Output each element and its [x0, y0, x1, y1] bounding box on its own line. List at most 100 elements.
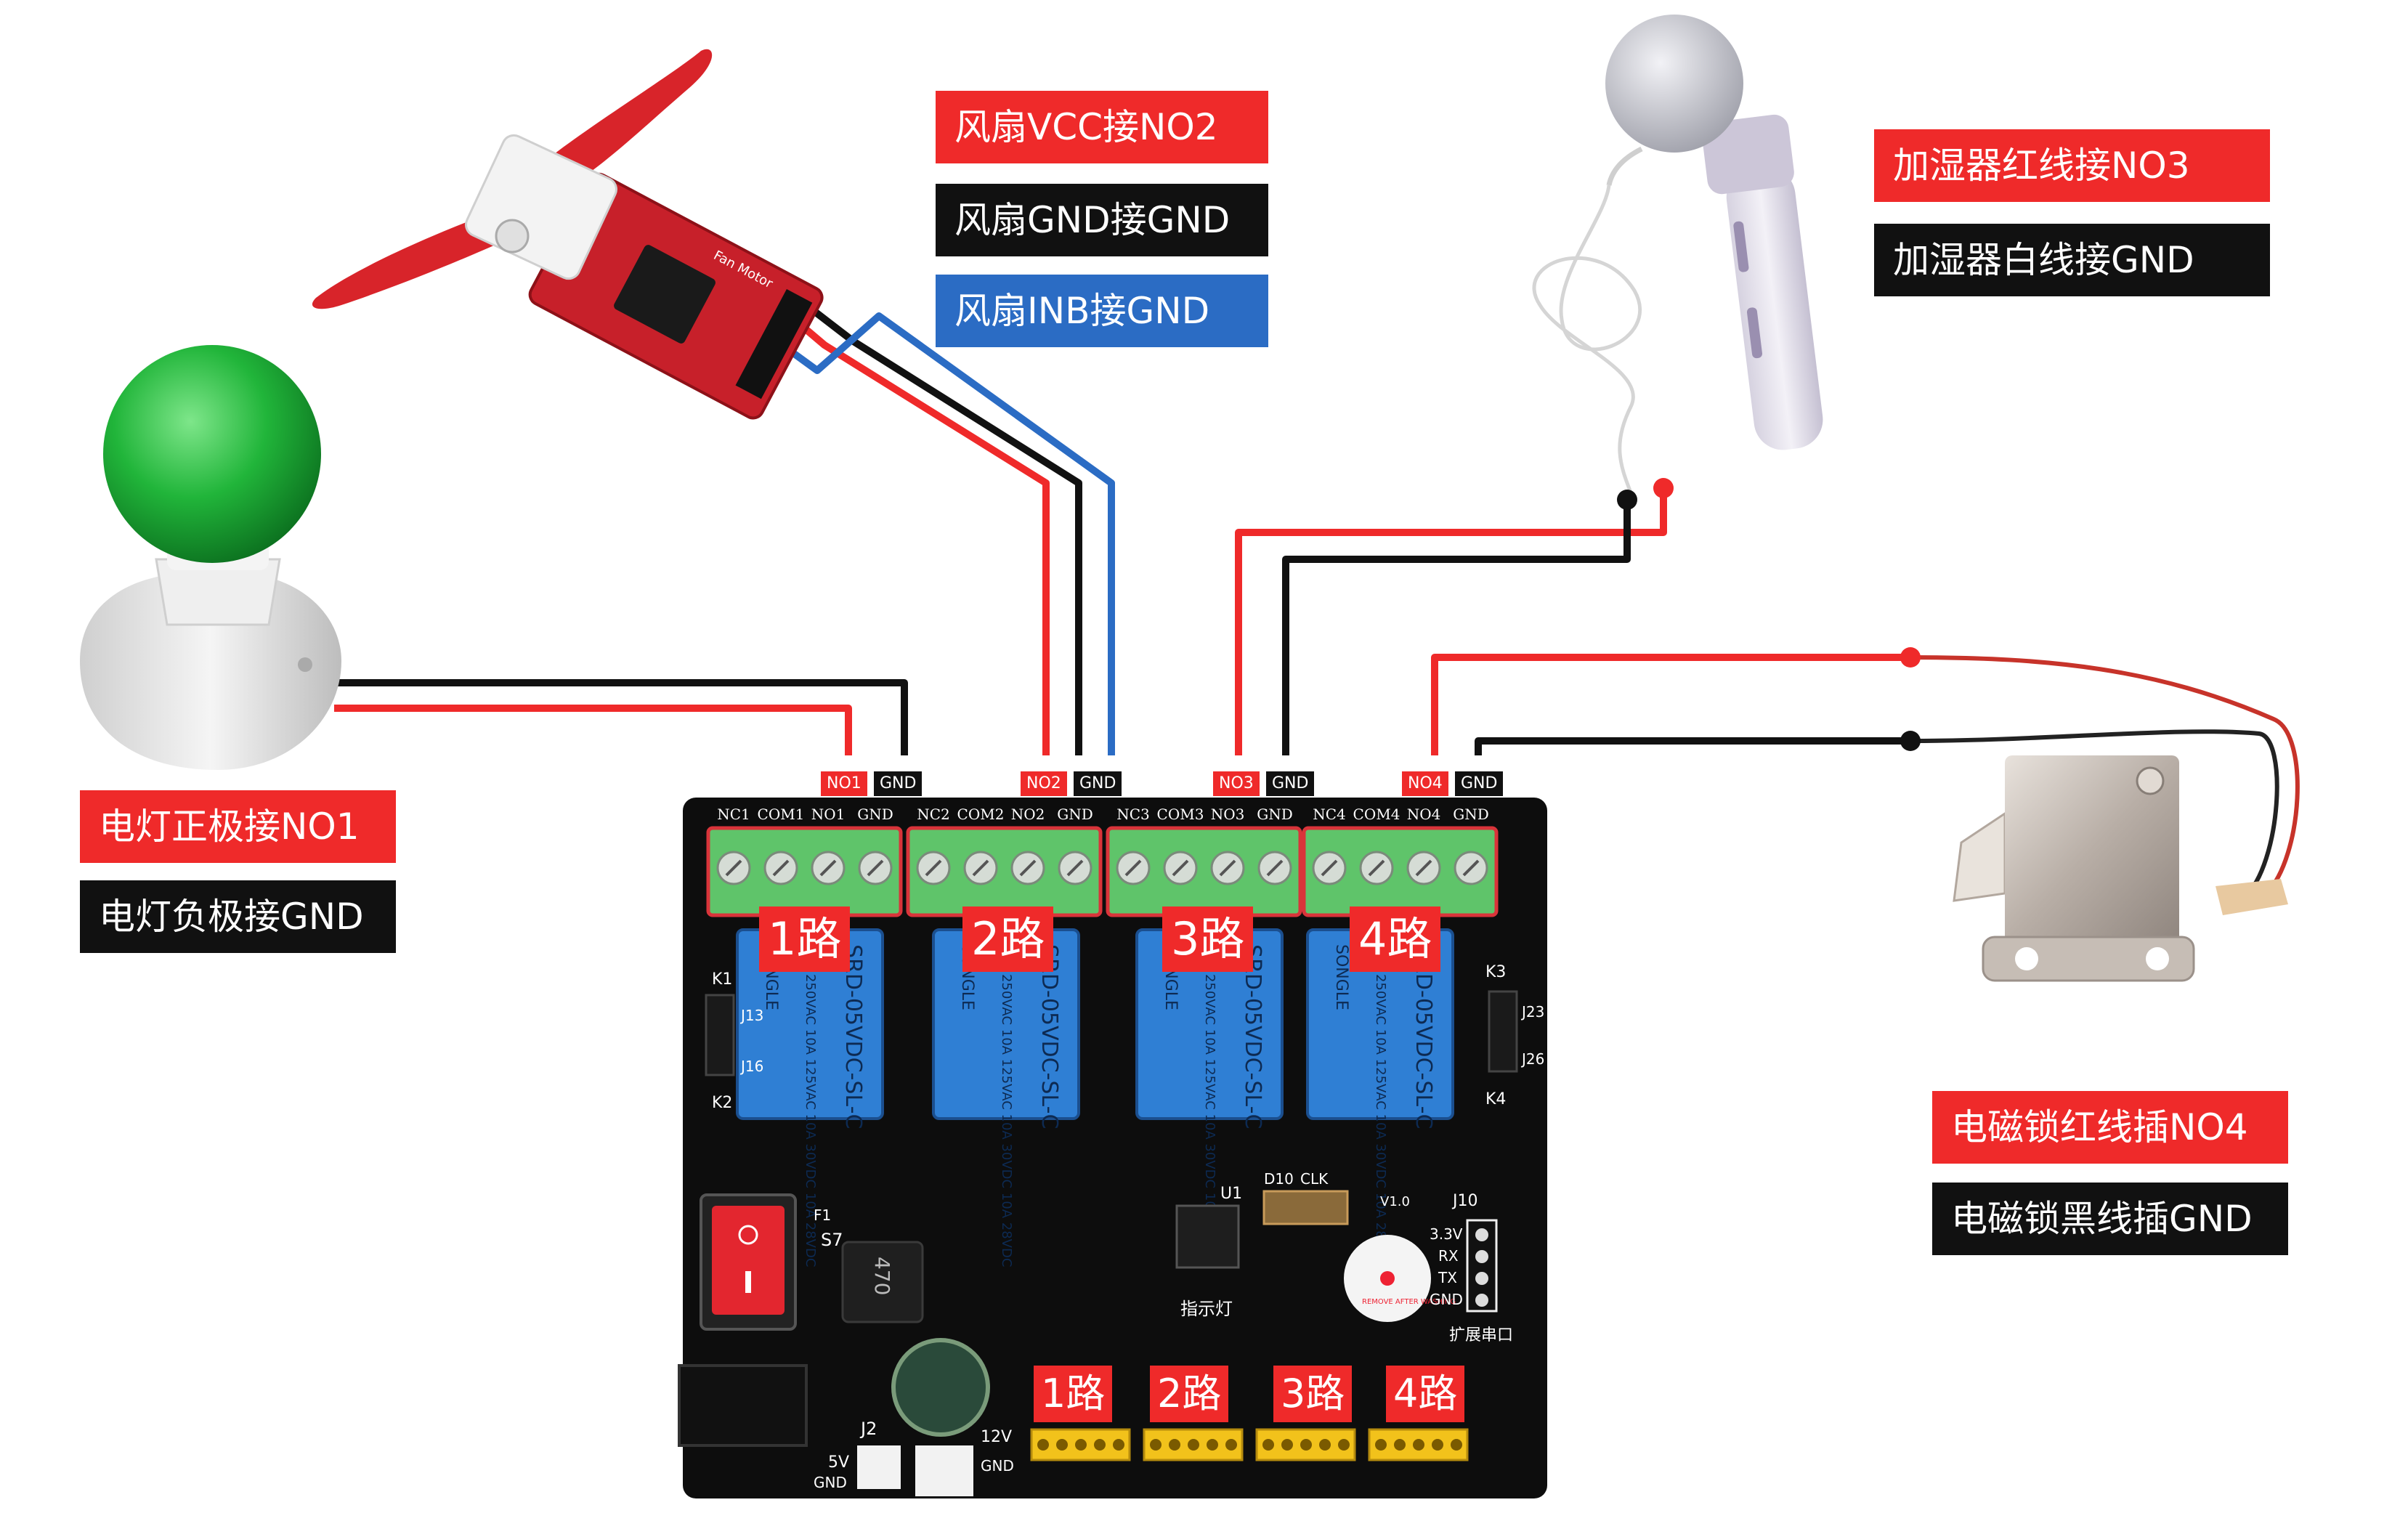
s7-label: S7 [821, 1230, 843, 1250]
humidifier-black-wire [1282, 500, 1631, 755]
k2-label: K2 [712, 1094, 732, 1112]
header-pin [1262, 1439, 1274, 1451]
channel-label-small-2: 2路 [1150, 1366, 1229, 1422]
lock-red-dot [1900, 647, 1921, 668]
terminal-screw-slot [1019, 859, 1037, 877]
header-pin [1375, 1439, 1387, 1451]
lock-black-wire [1475, 737, 1910, 755]
terminal-pin-label: GND [857, 806, 893, 823]
terminal-screw-slot [1266, 859, 1284, 877]
header-pin [1432, 1439, 1443, 1451]
relay-text: 10A 250VAC 10A 125VAC 10A 30VDC 10A 28VD… [999, 944, 1014, 1267]
header-pin [1451, 1439, 1462, 1451]
j2-label: J2 [859, 1419, 877, 1439]
terminal-pin-label: COM3 [1157, 806, 1204, 823]
relay-text: SRD-05VDC-SL-C [1411, 944, 1436, 1129]
solenoid-lock-image [1953, 755, 2288, 982]
label-humidifier-red: 加湿器红线接NO3 [1874, 129, 2270, 202]
terminal-tag: GND [1455, 771, 1504, 796]
dc-jack [678, 1364, 808, 1447]
relay-text: SRD-05VDC-SL-C [840, 944, 866, 1129]
humidifier-red-dot [1653, 478, 1674, 498]
terminal-screw-slot [1415, 859, 1432, 877]
terminal-pin-label: GND [1257, 806, 1293, 823]
terminal-tag: GND [874, 771, 923, 796]
terminal-screw-slot [1368, 859, 1385, 877]
terminal-screw-slot [1124, 859, 1142, 877]
j16-label: J16 [739, 1058, 763, 1075]
header-pin [1094, 1439, 1106, 1451]
header-pin [1188, 1439, 1199, 1451]
terminal-tag: NO4 [1402, 771, 1448, 796]
serial-pin-33v: 3.3V [1430, 1225, 1463, 1243]
label-fan-vcc: 风扇VCC接NO2 [936, 91, 1268, 163]
terminal-pin-label: COM4 [1353, 806, 1400, 823]
relay-1: SRD-05VDC-SL-C 10A 250VAC 10A 125VAC 10A … [736, 928, 884, 1267]
lamp-red-wire [334, 705, 852, 755]
channel-label-big-2: 2路 [962, 906, 1054, 972]
header-pin [1319, 1439, 1331, 1451]
terminal-pin-label: COM2 [957, 806, 1005, 823]
mcu-chip [1175, 1204, 1240, 1269]
k1-label: K1 [712, 970, 732, 989]
label-lock-black: 电磁锁黑线插GND [1932, 1183, 2288, 1255]
terminal-pin-label: GND [1453, 806, 1489, 823]
relay-text: 10A 250VAC 10A 125VAC 10A 30VDC 10A 28VD… [1202, 944, 1217, 1267]
terminal-pin-label: NO4 [1407, 806, 1441, 823]
terminal-screw-slot [772, 859, 790, 877]
j23-label: J23 [1520, 1003, 1544, 1021]
humidifier-image [1605, 15, 1823, 450]
lamp-image [80, 345, 341, 770]
humidifier-black-dot [1617, 490, 1637, 510]
relay-text: SONGLE [1332, 944, 1350, 1010]
terminal-screw-slot [972, 859, 989, 877]
header-pin [1113, 1439, 1124, 1451]
relay-text: 10A 250VAC 10A 125VAC 10A 30VDC 10A 28VD… [1373, 944, 1388, 1267]
power-5v-label: 5V [828, 1453, 849, 1472]
terminal-pin-label: NO1 [811, 806, 846, 823]
header-pin [1338, 1439, 1350, 1451]
fan-image: Fan Motor [312, 49, 824, 420]
terminal-screw-slot [925, 859, 942, 877]
expansion-label: 扩展串口 [1449, 1326, 1513, 1344]
fan-black-wire [803, 302, 1082, 755]
j26-label: J26 [1520, 1050, 1544, 1068]
terminal-screw-slot [725, 859, 742, 877]
terminal-pin-label: NC2 [917, 806, 950, 823]
channel-label-big-1: 1路 [759, 906, 851, 972]
terminal-screw-slot [867, 859, 884, 877]
terminal-pin-label: NC4 [1313, 806, 1346, 823]
header-pin [1394, 1439, 1406, 1451]
header-pin [1300, 1439, 1312, 1451]
terminal-screw-slot [1462, 859, 1480, 877]
serial-pin-rx: RX [1438, 1247, 1459, 1265]
lock-black-dot [1900, 731, 1921, 751]
header-pin [1037, 1439, 1049, 1451]
lamp-black-wire [334, 679, 908, 755]
j13-label: J13 [739, 1007, 763, 1024]
lock-red-wire [1431, 654, 1910, 755]
inductor-label: 470 [870, 1257, 894, 1295]
buzzer-label: REMOVE AFTER WASHING [1362, 1298, 1456, 1306]
header-pin [1413, 1439, 1424, 1451]
channel-label-small-4: 4路 [1386, 1366, 1465, 1422]
terminal-tag: NO2 [1021, 771, 1067, 796]
header-pin [1075, 1439, 1087, 1451]
u1-label: U1 [1220, 1185, 1242, 1203]
terminal-tag: GND [1074, 771, 1122, 796]
header-pin [1169, 1439, 1180, 1451]
serial-pin-gnd: GND [1430, 1291, 1463, 1308]
label-humidifier-white: 加湿器白线接GND [1874, 224, 2270, 296]
j10-label: J10 [1451, 1192, 1477, 1210]
channel-label-big-3: 3路 [1162, 906, 1254, 972]
terminal-pin-label: NC1 [717, 806, 750, 823]
humidifier-cable [1532, 184, 1642, 493]
terminal-screw-slot [1066, 859, 1084, 877]
terminal-tag: NO1 [821, 771, 867, 796]
relay-text: 10A 250VAC 10A 125VAC 10A 30VDC 10A 28VD… [803, 944, 818, 1267]
terminal-tag: GND [1266, 771, 1315, 796]
relays: SRD-05VDC-SL-C 10A 250VAC 10A 125VAC 10A … [736, 928, 1454, 1267]
label-lock-red: 电磁锁红线插NO4 [1932, 1091, 2288, 1164]
